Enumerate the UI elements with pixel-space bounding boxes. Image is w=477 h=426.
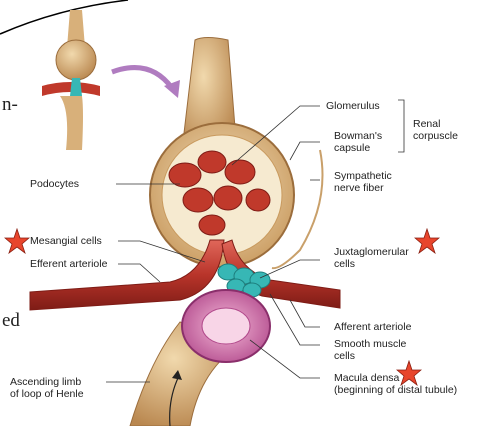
label-sympathetic-nerve-fiber: Sympathetic nerve fiber (334, 170, 392, 194)
leader-lines (106, 99, 405, 383)
label-afferent-arteriole: Afferent arteriole (334, 321, 412, 333)
text-fragment-bottom: ed (2, 310, 20, 331)
text-fragment-top: n- (2, 94, 18, 115)
efferent-arteriole-shape (29, 239, 225, 311)
star-icon (396, 360, 422, 386)
jg-cells-shape (217, 263, 271, 298)
label-bowmans-capsule: Bowman's capsule (334, 130, 383, 154)
label-macula-densa: Macula densa (beginning of distal tubule… (334, 372, 458, 396)
inset-renal-corpuscle (42, 10, 100, 150)
label-juxtaglomerular-cells: Juxtaglomerular cells (334, 246, 409, 270)
label-renal-corpuscle: Renal corpuscle (413, 118, 458, 142)
star-icon (414, 228, 440, 254)
label-podocytes: Podocytes (30, 178, 80, 190)
label-ascending-limb: Ascending limb of loop of Henle (10, 376, 84, 400)
label-mesangial-cells: Mesangial cells (30, 235, 102, 247)
zoom-arrow (111, 65, 175, 90)
nerve-fiber-shape (271, 149, 324, 270)
label-smooth-muscle-cells: Smooth muscle cells (334, 338, 407, 362)
star-icon (4, 228, 30, 254)
label-efferent-arteriole: Efferent arteriole (30, 258, 108, 270)
border-arc (0, 0, 129, 35)
label-glomerulus: Glomerulus (326, 100, 380, 112)
glomerular-capillaries (168, 150, 271, 236)
